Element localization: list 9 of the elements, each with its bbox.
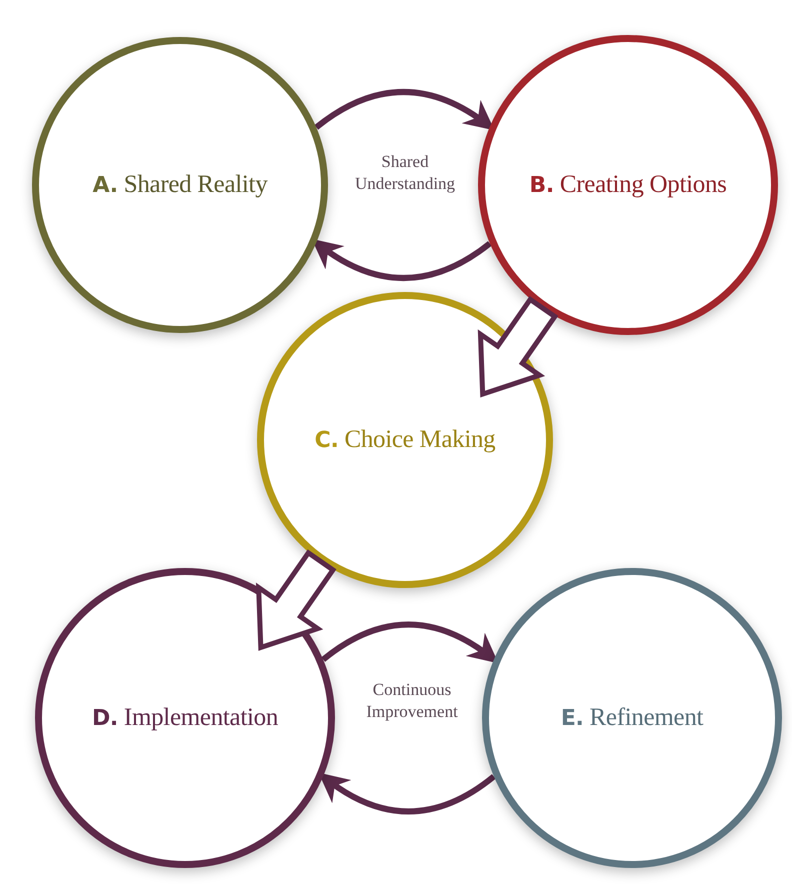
- node-label: B. Creating Options: [528, 171, 728, 199]
- block-arrow: [256, 549, 336, 651]
- loop-label: Continuous Improvement: [365, 679, 459, 724]
- node-label: E. Refinement: [560, 704, 704, 732]
- node-label: D. Implementation: [90, 704, 280, 732]
- loop-label: Shared Understanding: [354, 151, 456, 196]
- block-arrow: [478, 296, 558, 398]
- node-label: C. Choice Making: [314, 426, 496, 454]
- node-label: A. Shared Reality: [92, 171, 269, 199]
